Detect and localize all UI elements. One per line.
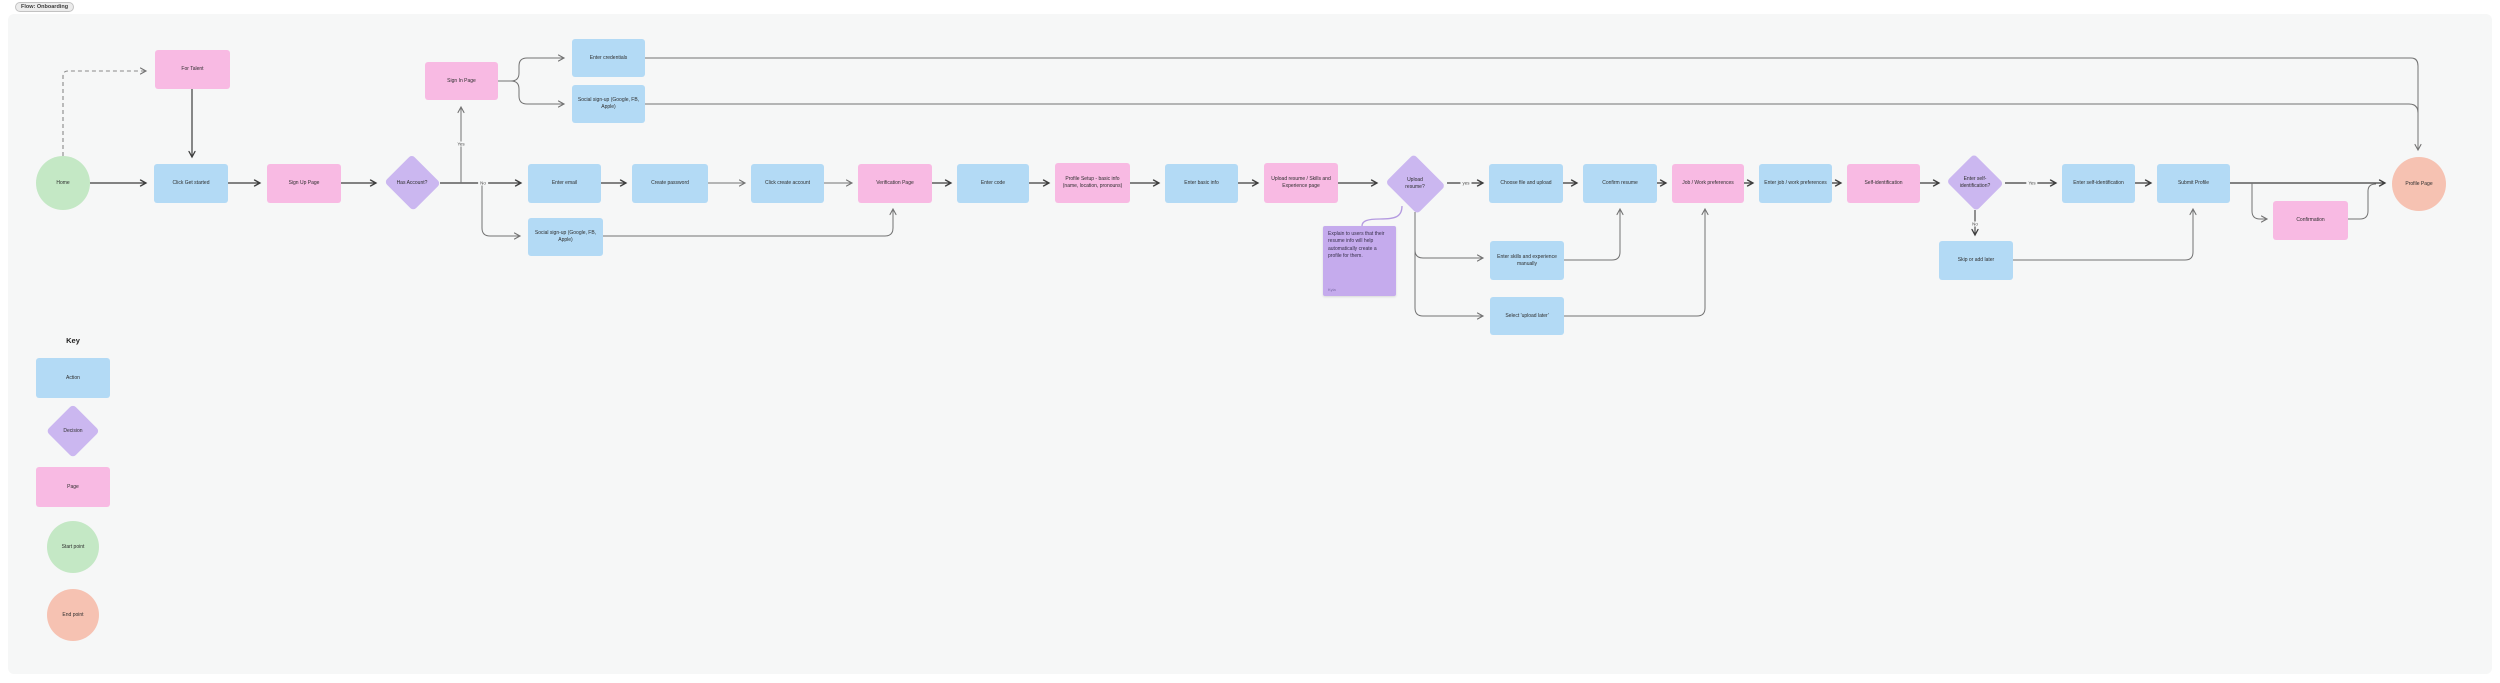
node-profile-page[interactable]: Profile Page bbox=[2392, 157, 2446, 211]
node-home[interactable]: Home bbox=[36, 156, 90, 210]
key-heading: Key bbox=[66, 336, 80, 345]
edge-uploadlater-jobprefs bbox=[1564, 207, 1709, 317]
node-click-get-started[interactable]: Click Get started bbox=[154, 164, 228, 203]
node-confirmation[interactable]: Confirmation bbox=[2273, 201, 2348, 240]
node-enter-self-id-decision[interactable]: Enter self-identification? bbox=[1945, 154, 2005, 212]
node-upload-resume-decision[interactable]: Upload resume? bbox=[1383, 153, 1447, 214]
node-create-password[interactable]: Create password bbox=[632, 164, 708, 203]
diagram-frame bbox=[8, 14, 2492, 674]
node-has-account-decision[interactable]: Has Account? bbox=[383, 154, 441, 212]
edge-signin-credentials bbox=[498, 54, 566, 82]
edge-confirmation-return bbox=[2348, 183, 2377, 220]
node-for-talent[interactable]: For Talent bbox=[155, 50, 230, 89]
node-verification-page[interactable]: Verification Page bbox=[858, 164, 932, 203]
node-upload-resume-page[interactable]: Upload resume / Skills and Experience pa… bbox=[1264, 163, 1338, 203]
node-enter-credentials[interactable]: Enter credentials bbox=[572, 39, 645, 77]
edge-label-yes: Yes bbox=[455, 141, 467, 147]
node-submit-profile[interactable]: Submit Profile bbox=[2157, 164, 2230, 203]
key-item-page[interactable]: Page bbox=[36, 467, 110, 507]
node-social-signup-bottom[interactable]: Social sign-up (Google, FB, Apple) bbox=[528, 218, 603, 256]
node-sign-up-page[interactable]: Sign Up Page bbox=[267, 164, 341, 203]
flow-title-tag[interactable]: Flow: Onboarding bbox=[15, 2, 75, 12]
key-item-start-point[interactable]: Start point bbox=[47, 521, 99, 573]
node-self-identification[interactable]: Self-identification bbox=[1847, 164, 1920, 203]
edge-skills-confirmresume bbox=[1564, 207, 1624, 261]
edge-label-yes: yes bbox=[1460, 180, 1472, 186]
edge-label-no: No bbox=[478, 180, 488, 186]
edge-signin-socialtop bbox=[498, 80, 566, 108]
edge-uploadq-uploadlater bbox=[1414, 250, 1485, 320]
node-enter-email[interactable]: Enter email bbox=[528, 164, 601, 203]
node-enter-job-preferences[interactable]: Enter job / work preferences bbox=[1759, 164, 1832, 203]
key-item-action[interactable]: Action bbox=[36, 358, 110, 398]
key-item-decision[interactable]: Decision bbox=[46, 404, 100, 458]
node-enter-self-identification[interactable]: Enter self-identification bbox=[2062, 164, 2135, 203]
node-confirm-resume[interactable]: Confirm resume bbox=[1583, 164, 1657, 203]
edge-socialtop-merge bbox=[645, 103, 2419, 114]
edge-label-yes: Yes bbox=[2026, 180, 2038, 186]
edge-submit-confirmation bbox=[2251, 183, 2269, 223]
key-item-end-point[interactable]: End point bbox=[47, 589, 99, 641]
node-skip-or-add-later[interactable]: Skip or add later bbox=[1939, 241, 2013, 280]
node-enter-skills-manually[interactable]: Enter skills and experience manually bbox=[1490, 241, 1564, 280]
node-select-upload-later[interactable]: Select 'upload later' bbox=[1490, 297, 1564, 335]
node-profile-setup[interactable]: Profile Setup - basic info (name, locati… bbox=[1055, 163, 1130, 203]
node-sign-in-page[interactable]: Sign In Page bbox=[425, 62, 498, 100]
edge-uploadq-skills bbox=[1414, 212, 1485, 262]
edge-socialbottom-verification bbox=[603, 207, 897, 237]
node-enter-basic-info[interactable]: Enter basic info bbox=[1165, 164, 1238, 203]
note-author: Kyla bbox=[1328, 287, 1336, 293]
edge-credentials-profilepage bbox=[645, 57, 2422, 152]
node-enter-code[interactable]: Enter code bbox=[957, 164, 1029, 203]
node-choose-file-upload[interactable]: Choose file and upload bbox=[1489, 164, 1563, 203]
node-social-signup-top[interactable]: Social sign-up (Google, FB, Apple) bbox=[572, 85, 645, 123]
node-job-work-preferences[interactable]: Job / Work preferences bbox=[1672, 164, 1744, 203]
edge-home-fortalent bbox=[62, 67, 148, 156]
edge-label-no: No bbox=[1970, 221, 1980, 227]
edge-skip-submit bbox=[2013, 207, 2197, 261]
edge-no-socialbottom bbox=[481, 183, 522, 240]
node-click-create-account[interactable]: Click create account bbox=[751, 164, 824, 203]
edge-note-connector bbox=[1361, 205, 1403, 227]
sticky-note-resume-explainer[interactable]: Explain to users that their resume info … bbox=[1323, 226, 1396, 296]
